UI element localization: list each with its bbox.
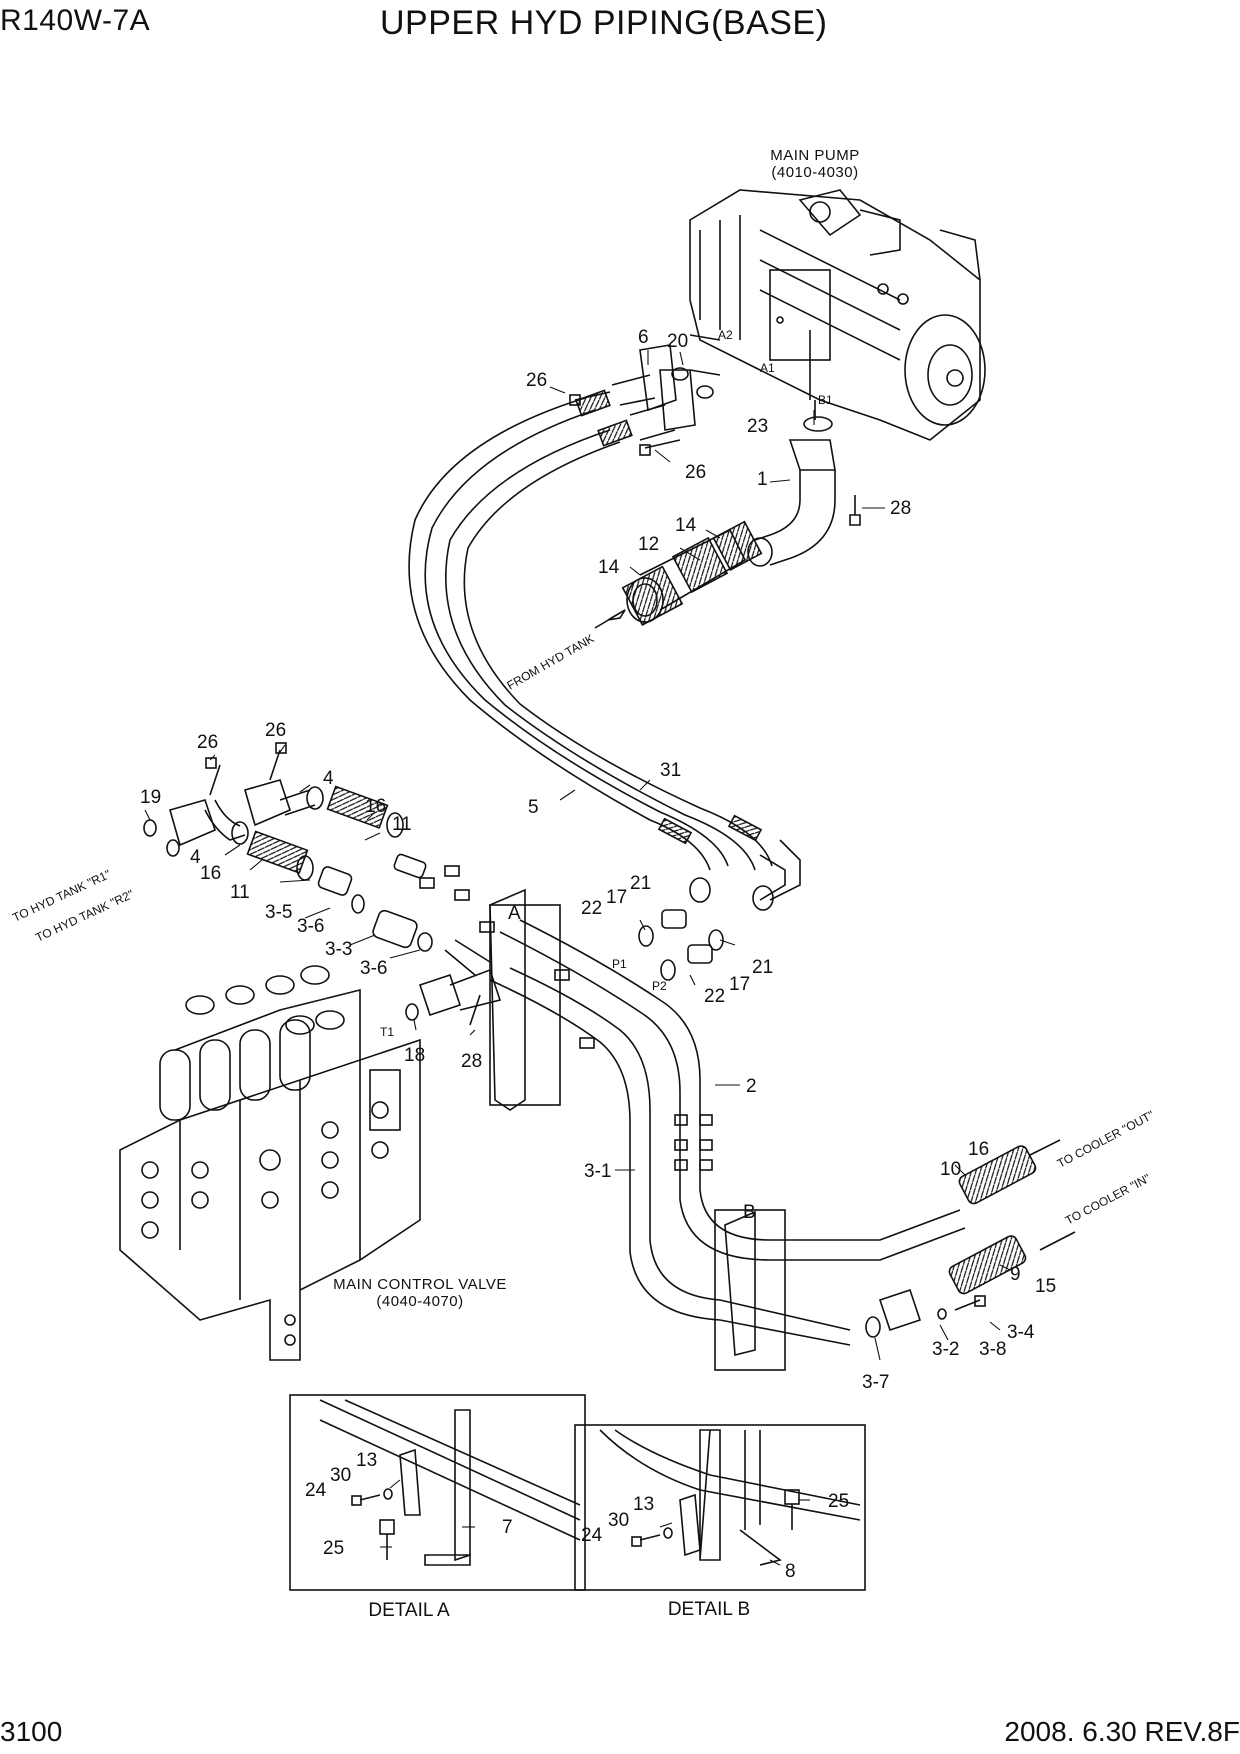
detail-b-caption: DETAIL B [668, 1599, 750, 1620]
detail-b-callout-24: 24 [581, 1525, 603, 1546]
detail-a-callout-13: 13 [356, 1450, 377, 1471]
hose-5-31 [408, 397, 801, 901]
callout-3-2: 3-2 [932, 1339, 959, 1360]
main-pump-label: MAIN PUMP [770, 147, 860, 164]
detail-a-callout-30: 30 [330, 1465, 351, 1486]
pipe-3-1 [489, 967, 851, 1346]
pump-hose-ends [575, 374, 676, 447]
detail-a-marker: A [508, 903, 521, 924]
port-p1: P1 [612, 957, 627, 971]
callout-18: 18 [404, 1045, 425, 1066]
callout-11: 11 [230, 882, 250, 903]
callout-21: 21 [630, 873, 651, 894]
port-a2: A2 [718, 328, 733, 342]
main-pump [689, 189, 986, 441]
callout-5: 5 [528, 797, 539, 818]
detail-a-callout-25: 25 [323, 1538, 344, 1559]
detail-a-box [289, 1394, 586, 1591]
port-b1: B1 [818, 393, 833, 407]
revision-date: 2008. 6.30 REV.8F [1004, 1716, 1240, 1747]
callout-21: 21 [752, 957, 773, 978]
callout-14: 14 [598, 557, 620, 578]
callout-31: 31 [660, 760, 681, 781]
port-t1: T1 [380, 1025, 394, 1039]
callout-22: 22 [704, 986, 725, 1007]
detail-b-callout-8: 8 [785, 1561, 796, 1582]
from-tank-label: FROM HYD TANK [505, 631, 597, 692]
callout-20: 20 [667, 331, 688, 352]
page-number: 3100 [0, 1716, 63, 1747]
detail-b-callout-30: 30 [608, 1510, 629, 1531]
callout-3-7: 3-7 [862, 1372, 889, 1393]
main-pump-code: (4010-4030) [771, 164, 858, 181]
callout-22: 22 [581, 898, 602, 919]
cooler-in-label: TO COOLER "IN" [1063, 1171, 1153, 1228]
detail-a-callout-7: 7 [502, 1517, 513, 1538]
callout-4: 4 [190, 847, 201, 868]
callout-17: 17 [729, 974, 750, 995]
port-p2: P2 [652, 979, 667, 993]
callout-3-5: 3-5 [265, 902, 292, 923]
detail-b-drawing [599, 1429, 861, 1566]
callout-14: 14 [675, 515, 697, 536]
page-title: UPPER HYD PIPING(BASE) [380, 4, 828, 42]
callout-12: 12 [638, 534, 659, 555]
callout-3-8: 3-8 [979, 1339, 1006, 1360]
callout-4: 4 [323, 768, 334, 789]
callout-3-4: 3-4 [1007, 1322, 1035, 1343]
callout-3-3: 3-3 [325, 939, 352, 960]
callout-16: 16 [968, 1139, 989, 1160]
leader-lines [144, 350, 1011, 1566]
mcv-label: MAIN CONTROL VALVE [333, 1276, 507, 1293]
callout-17: 17 [606, 887, 627, 908]
callout-16: 16 [200, 863, 221, 884]
model-code: R140W-7A [0, 4, 151, 37]
detail-a-callout-24: 24 [305, 1480, 327, 1501]
callout-3-6: 3-6 [360, 958, 387, 979]
cooler-out-label: TO COOLER "OUT" [1055, 1108, 1157, 1171]
callout-26: 26 [197, 732, 218, 753]
callout-26: 26 [526, 370, 547, 391]
detail-b-callout-13: 13 [633, 1494, 654, 1515]
detail-a-caption: DETAIL A [368, 1600, 450, 1621]
callout-3-6: 3-6 [297, 916, 324, 937]
callout-15: 15 [1035, 1276, 1056, 1297]
callout-6: 6 [638, 327, 649, 348]
detail-b-box [574, 1424, 866, 1591]
callout-28: 28 [461, 1051, 482, 1072]
callout-1: 1 [757, 469, 768, 490]
callouts: 6 20 26 26 23 1 28 14 12 14 26 26 4 19 1… [140, 327, 1056, 1582]
callout-2: 2 [746, 1076, 757, 1097]
callout-3-1: 3-1 [584, 1161, 611, 1182]
callout-16: 16 [365, 796, 386, 817]
callout-19: 19 [140, 787, 161, 808]
callout-26: 26 [265, 720, 286, 741]
detail-b-marker: B [743, 1202, 756, 1223]
callout-11: 11 [392, 814, 412, 835]
main-control-valve [119, 965, 421, 1361]
callout-23: 23 [747, 416, 768, 437]
pipe-2 [499, 919, 966, 1261]
callout-28: 28 [890, 498, 911, 519]
detail-a-drawing [319, 1399, 581, 1566]
callout-26: 26 [685, 462, 706, 483]
detail-b-callout-25: 25 [828, 1491, 849, 1512]
callout-9: 9 [1010, 1264, 1021, 1285]
mcv-code: (4040-4070) [376, 1293, 463, 1310]
callout-10: 10 [940, 1159, 961, 1180]
port-a1: A1 [760, 361, 775, 375]
